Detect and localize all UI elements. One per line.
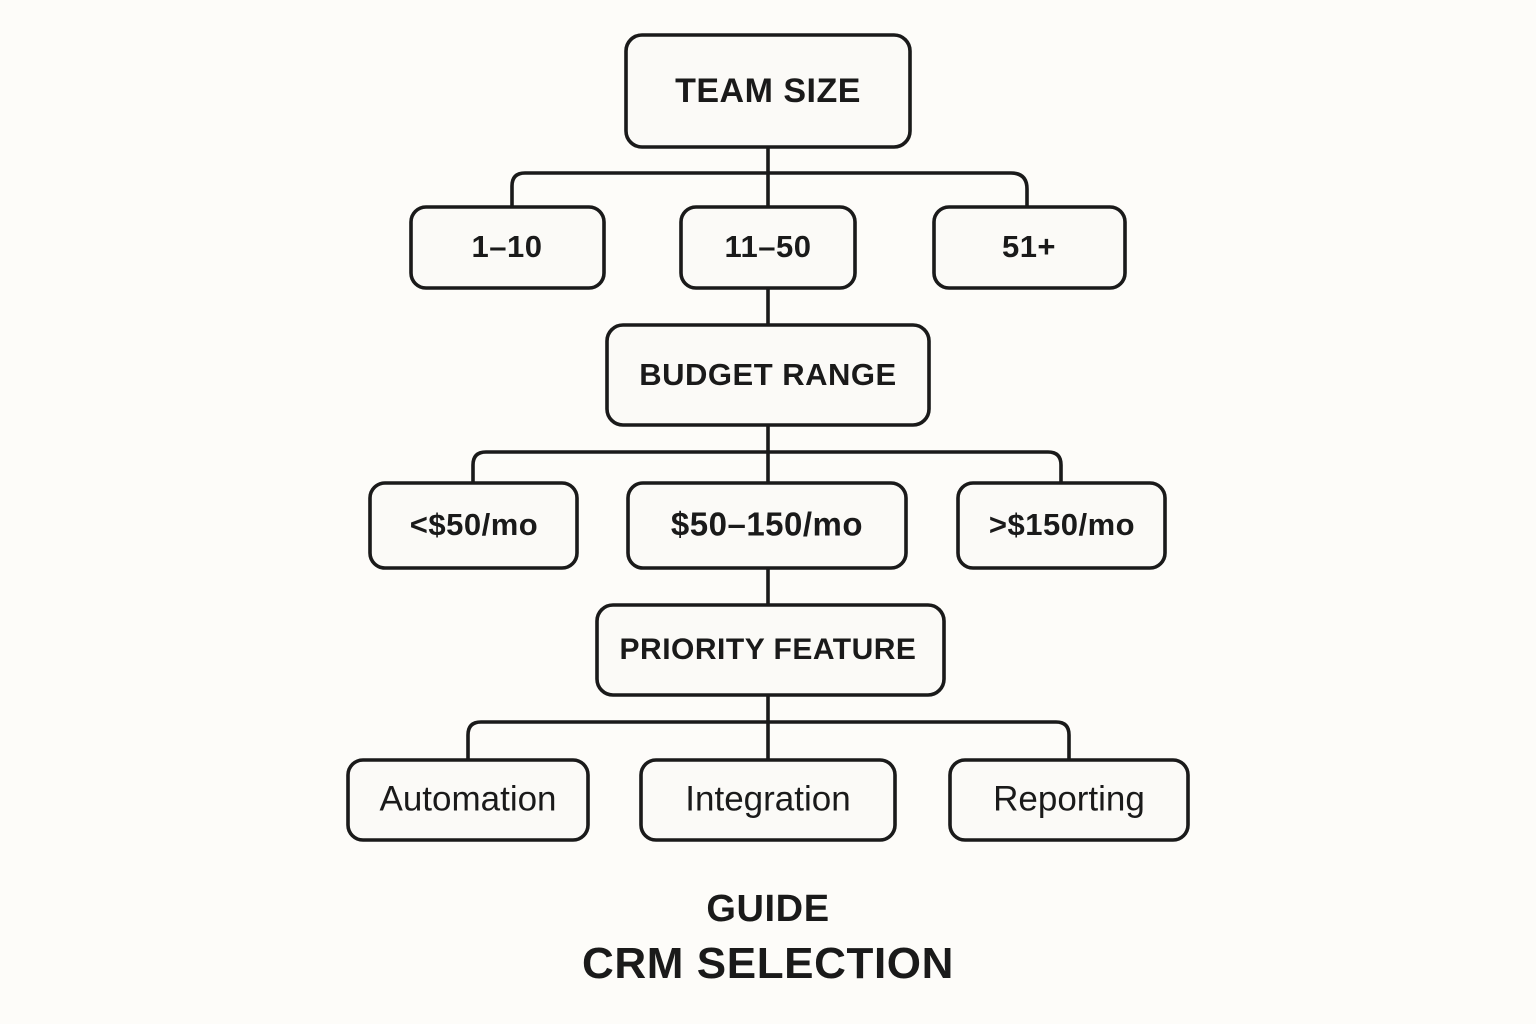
node-team-1-10[interactable]: 1–10: [409, 205, 606, 290]
node-team-51-plus-label: 51+: [1002, 229, 1056, 264]
node-team-size-box[interactable]: [624, 33, 912, 149]
node-feature-reporting-label: Reporting: [993, 779, 1145, 818]
node-budget-50-150[interactable]: $50–150/mo: [626, 481, 908, 570]
caption-line-1: GUIDE: [706, 888, 829, 930]
node-budget-over-150[interactable]: >$150/mo: [956, 481, 1167, 570]
node-budget-under-50-label: <$50/mo: [410, 507, 538, 542]
node-feature-reporting-box[interactable]: [948, 758, 1190, 842]
node-feature-integration[interactable]: Integration: [639, 758, 897, 842]
node-budget-range[interactable]: BUDGET RANGE: [605, 323, 931, 427]
node-budget-range-box[interactable]: [605, 323, 931, 427]
node-team-11-50-box[interactable]: [679, 205, 857, 290]
node-team-1-10-box[interactable]: [409, 205, 606, 290]
node-budget-over-150-box[interactable]: [956, 481, 1167, 570]
node-budget-under-50[interactable]: <$50/mo: [368, 481, 579, 570]
node-feature-integration-label: Integration: [685, 779, 850, 818]
node-priority-feature-label: PRIORITY FEATURE: [620, 633, 917, 666]
node-feature-automation-label: Automation: [379, 779, 556, 818]
connector-group-level1-to-level2: [510, 145, 1029, 209]
node-feature-integration-box[interactable]: [639, 758, 897, 842]
node-budget-50-150-label: $50–150/mo: [671, 506, 863, 543]
node-priority-feature[interactable]: PRIORITY FEATURE: [595, 603, 946, 697]
connector-group-level3-to-level4: [471, 423, 1063, 485]
diagram-caption: GUIDE CRM SELECTION: [582, 888, 954, 988]
node-feature-reporting[interactable]: Reporting: [948, 758, 1190, 842]
node-budget-over-150-label: >$150/mo: [989, 507, 1135, 542]
node-team-1-10-label: 1–10: [472, 229, 543, 264]
node-team-11-50-label: 11–50: [725, 229, 812, 264]
node-feature-automation-box[interactable]: [346, 758, 590, 842]
node-team-51-plus[interactable]: 51+: [932, 205, 1127, 290]
node-team-11-50[interactable]: 11–50: [679, 205, 857, 290]
node-team-51-plus-box[interactable]: [932, 205, 1127, 290]
node-priority-feature-box[interactable]: [595, 603, 946, 697]
node-feature-automation[interactable]: Automation: [346, 758, 590, 842]
node-budget-under-50-box[interactable]: [368, 481, 579, 570]
node-team-size[interactable]: TEAM SIZE: [624, 33, 912, 149]
caption-line-2: CRM SELECTION: [582, 939, 954, 988]
node-team-size-label: TEAM SIZE: [675, 72, 861, 110]
node-budget-range-label: BUDGET RANGE: [639, 357, 896, 392]
connector-group-level5-to-level6: [466, 693, 1071, 762]
node-budget-50-150-box[interactable]: [626, 481, 908, 570]
